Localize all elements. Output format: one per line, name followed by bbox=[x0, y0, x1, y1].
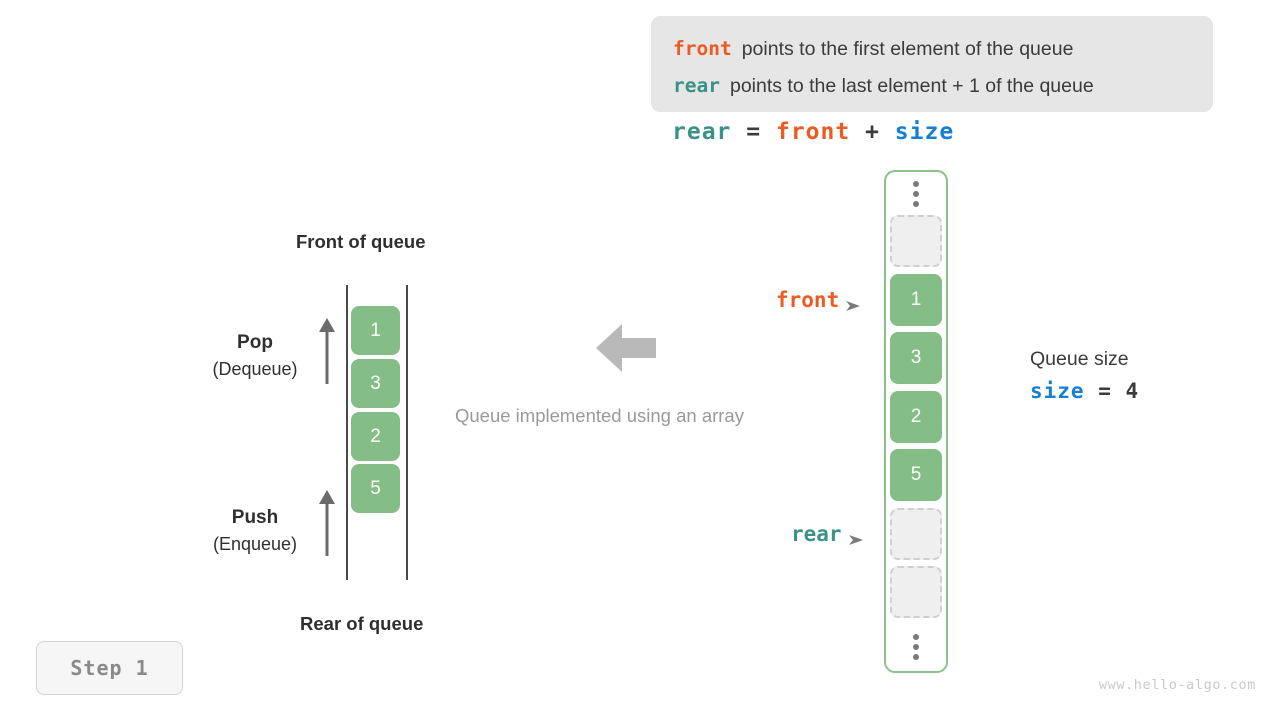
legend-description-front: points to the first element of the queue bbox=[741, 38, 1074, 60]
array-ellipsis-top bbox=[911, 181, 921, 207]
rear-pointer: rear bbox=[791, 522, 863, 546]
size-value: 4 bbox=[1125, 379, 1140, 403]
step-badge: Step 1 bbox=[36, 641, 183, 695]
size-variable: size bbox=[1030, 379, 1085, 403]
formula-term-front: front bbox=[775, 119, 851, 145]
pointer-arrow-icon bbox=[846, 294, 861, 311]
formula-rear-equals-front-plus-size: rear = front + size bbox=[672, 119, 954, 145]
queue-size-info: Queue size size = 4 bbox=[1030, 344, 1139, 408]
queue-rail-left bbox=[346, 285, 348, 580]
formula-equals-sign: = bbox=[746, 119, 762, 145]
queue-cell: 5 bbox=[351, 464, 400, 513]
pop-title: Pop bbox=[237, 332, 273, 353]
push-subtitle: (Enqueue) bbox=[212, 534, 298, 554]
front-pointer: front bbox=[776, 288, 861, 312]
legend-line-rear: rear points to the last element + 1 of th… bbox=[673, 67, 1189, 104]
front-pointer-label: front bbox=[776, 288, 840, 312]
array-slot-empty bbox=[890, 215, 942, 267]
center-caption: Queue implemented using an array bbox=[455, 405, 744, 426]
queue-cell: 1 bbox=[351, 306, 400, 355]
left-arrow-icon bbox=[596, 322, 656, 374]
queue-cell: 2 bbox=[351, 412, 400, 461]
front-of-queue-label: Front of queue bbox=[296, 231, 426, 252]
array-slot-filled: 2 bbox=[890, 391, 942, 443]
formula-term-size: size bbox=[894, 119, 955, 145]
array-slot-filled: 5 bbox=[890, 449, 942, 501]
pop-operation-label: Pop (Dequeue) bbox=[195, 330, 315, 382]
formula-plus-sign: + bbox=[865, 119, 880, 145]
watermark: www.hello-algo.com bbox=[1098, 677, 1256, 693]
push-up-arrow-icon bbox=[315, 488, 339, 558]
legend-banner: front points to the first element of the … bbox=[651, 16, 1213, 112]
array-slot-empty bbox=[890, 508, 942, 560]
array-slot-filled: 3 bbox=[890, 332, 942, 384]
rear-pointer-label: rear bbox=[791, 522, 842, 546]
pop-subtitle: (Dequeue) bbox=[212, 359, 298, 379]
array-container bbox=[884, 170, 948, 673]
rear-of-queue-label: Rear of queue bbox=[300, 613, 424, 634]
array-slot-empty bbox=[890, 566, 942, 618]
pointer-arrow-icon bbox=[848, 528, 863, 545]
pop-up-arrow-icon bbox=[315, 316, 339, 386]
queue-size-expression: size = 4 bbox=[1030, 374, 1139, 408]
queue-size-title: Queue size bbox=[1030, 348, 1129, 370]
queue-rail-right bbox=[406, 285, 408, 580]
legend-line-front: front points to the first element of the … bbox=[673, 30, 1189, 67]
size-equals-sign: = bbox=[1098, 379, 1112, 403]
push-title: Push bbox=[231, 507, 279, 528]
queue-cell: 3 bbox=[351, 359, 400, 408]
push-operation-label: Push (Enqueue) bbox=[195, 505, 315, 557]
array-slot-filled: 1 bbox=[890, 274, 942, 326]
formula-term-rear: rear bbox=[672, 119, 732, 145]
legend-description-rear: points to the last element + 1 of the qu… bbox=[729, 75, 1094, 97]
legend-keyword-front: front bbox=[673, 37, 732, 60]
legend-keyword-rear: rear bbox=[673, 74, 720, 97]
array-ellipsis-bottom bbox=[911, 634, 921, 660]
